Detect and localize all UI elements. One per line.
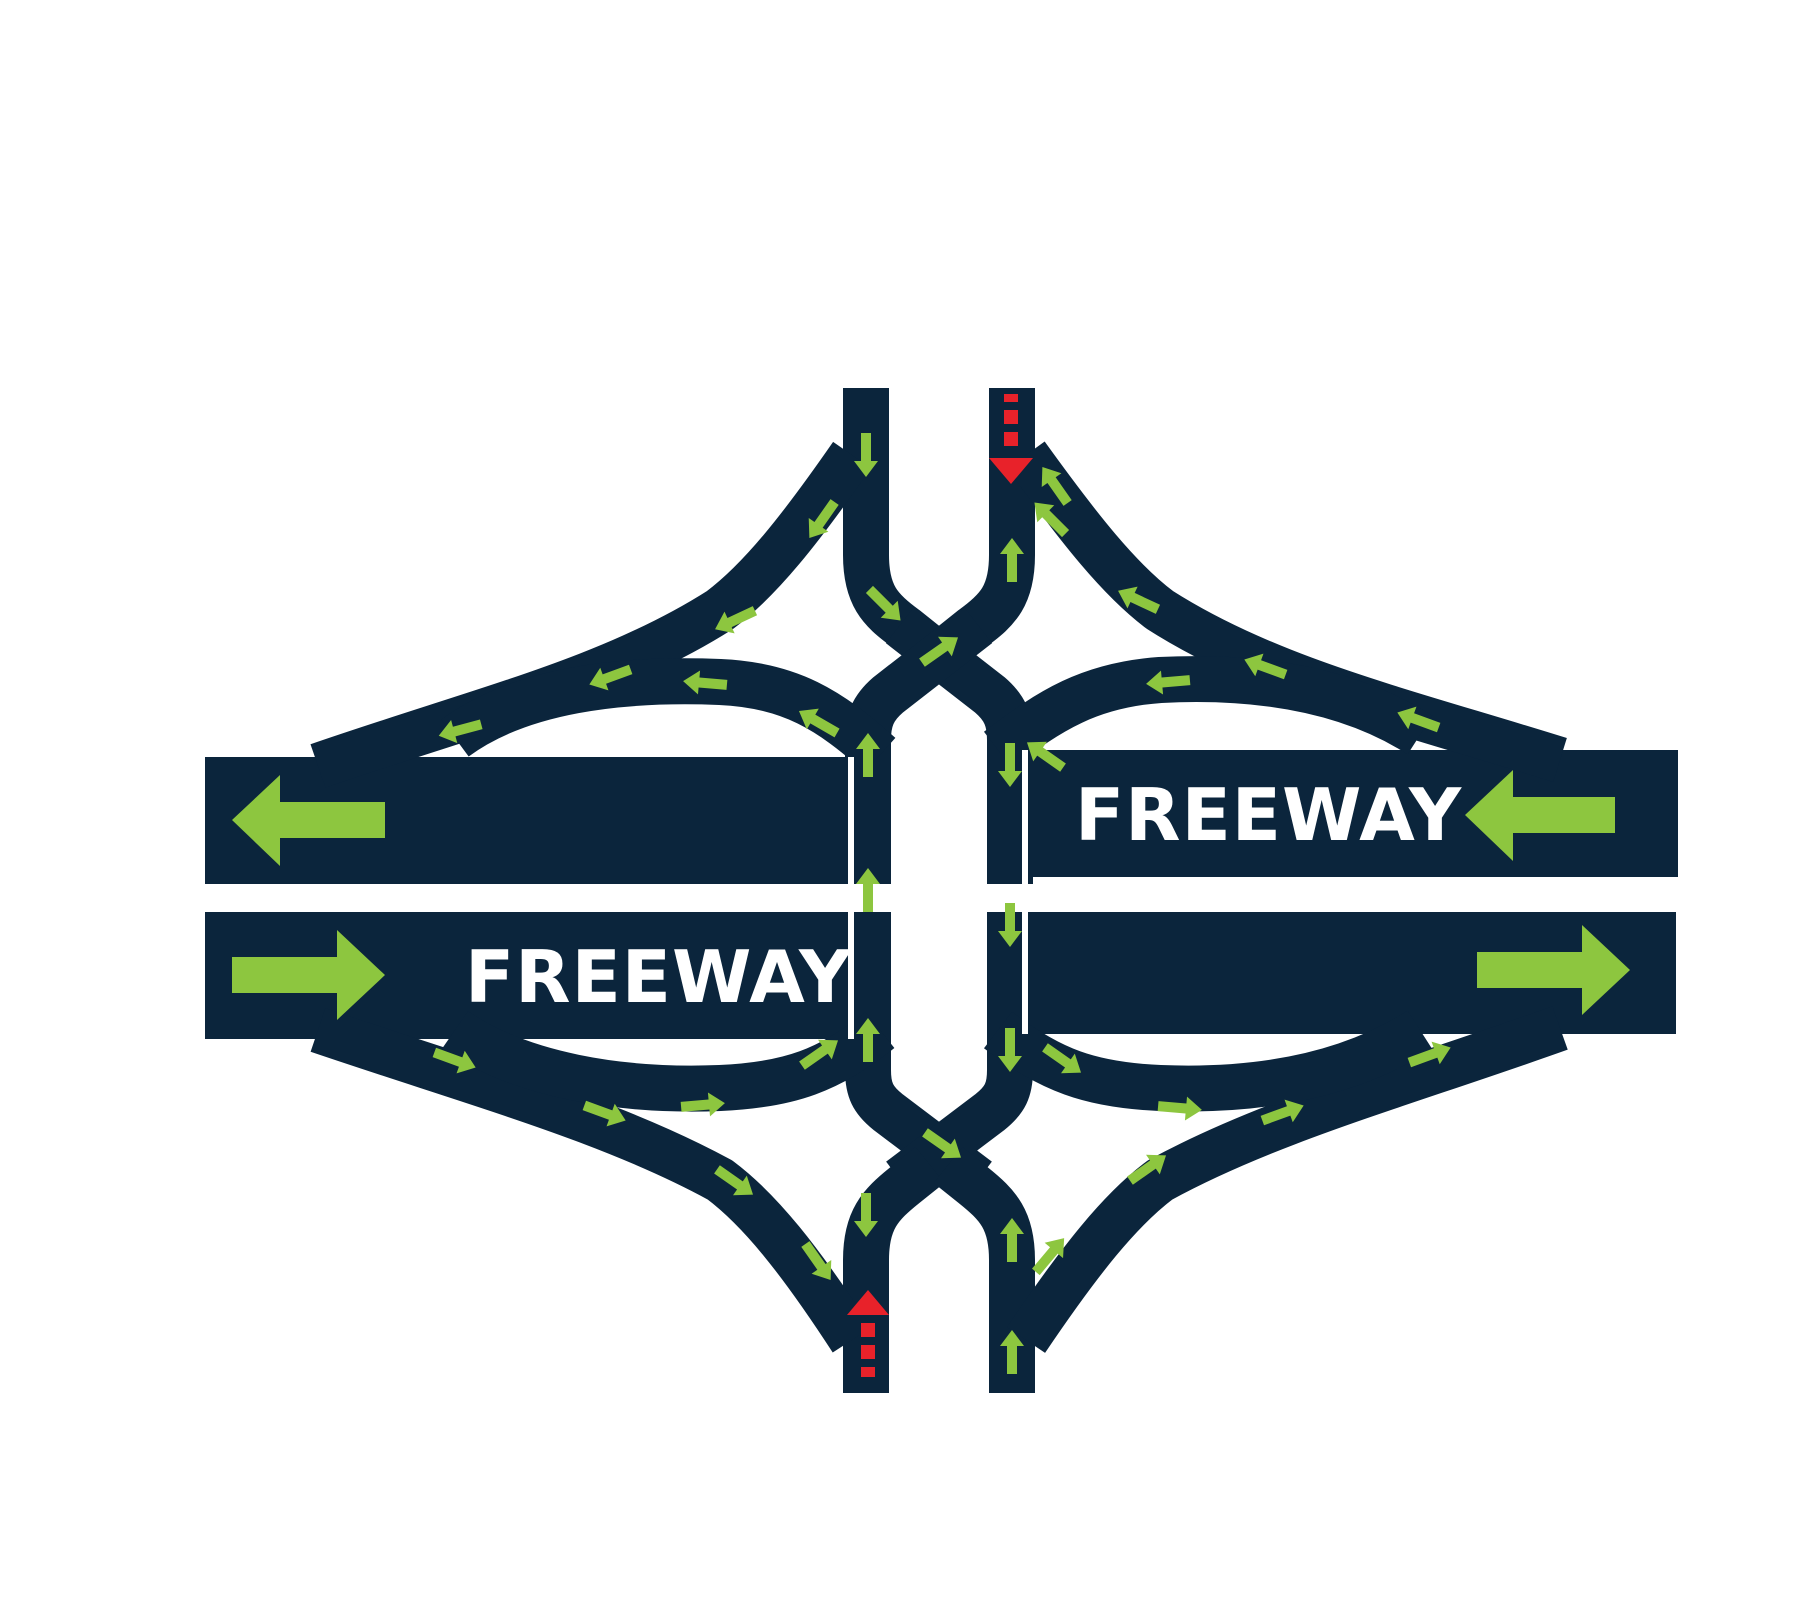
- separators: [205, 686, 1678, 1108]
- crossroad-south-southbound: [843, 1147, 945, 1393]
- bridge-gap-right: [1022, 750, 1028, 1034]
- red-direction-arrow-icon: [989, 394, 1033, 484]
- crossroad-north-northbound: [933, 388, 1035, 666]
- arrow-left-icon: [232, 775, 385, 866]
- bridge-island: [906, 686, 972, 1108]
- ramp-ne-outer: [1007, 441, 1567, 782]
- ramp-se-outer: [1006, 1006, 1568, 1353]
- red-direction-arrows: [847, 394, 1033, 1377]
- freeway-direction-arrows: [232, 770, 1630, 1020]
- arrow-left-icon: [1465, 770, 1615, 861]
- freeway-label-top-right: FREEWAY: [1075, 773, 1462, 857]
- bridge-gap-left: [848, 757, 854, 1039]
- south-crossover-a: [845, 1069, 992, 1199]
- ramp-nw-outer: [310, 441, 871, 788]
- ramp-se-inner: [983, 1010, 1433, 1112]
- arrow-right-icon: [1477, 925, 1630, 1015]
- red-direction-arrow-icon: [847, 1290, 889, 1377]
- ramp-sw-inner: [441, 1010, 895, 1112]
- arrow-right-icon: [232, 930, 385, 1020]
- freeway-label-bottom-left: FREEWAY: [465, 935, 852, 1019]
- ramp-ne-inner: [983, 656, 1433, 769]
- south-crossover-b: [886, 1069, 1033, 1199]
- crossroad-south-northbound: [933, 1147, 1035, 1393]
- ramp-sw-outer: [310, 1008, 872, 1353]
